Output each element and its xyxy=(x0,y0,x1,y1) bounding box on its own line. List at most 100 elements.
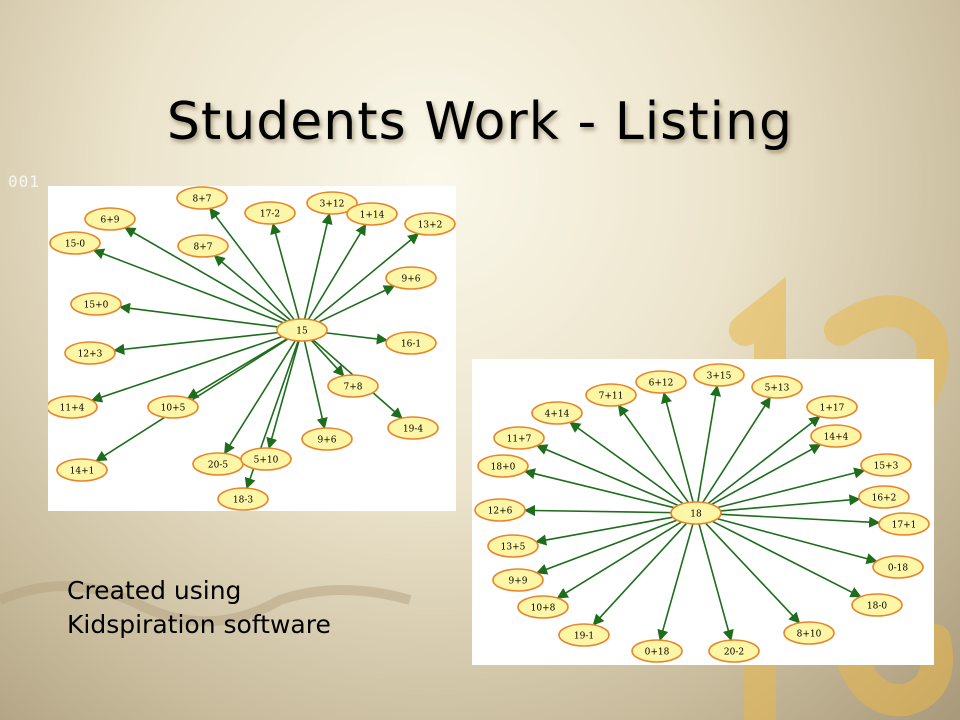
arrow xyxy=(535,519,678,575)
node-ellipse xyxy=(517,595,569,619)
arrow xyxy=(113,331,278,355)
diagram-node: 16+2 xyxy=(858,485,910,509)
node-ellipse xyxy=(49,231,101,255)
diagram-node: 17+1 xyxy=(878,512,930,536)
arrow xyxy=(118,302,279,328)
node-label: 8+10 xyxy=(797,630,822,640)
arrow xyxy=(318,285,396,323)
node-ellipse xyxy=(244,201,296,225)
node-label: 9+6 xyxy=(318,436,337,446)
diagram-node: 15+0 xyxy=(70,292,122,316)
arrow xyxy=(720,494,861,512)
arrow xyxy=(556,521,682,599)
diagram-node: 7+11 xyxy=(585,383,637,407)
node-label: 9+9 xyxy=(509,577,528,587)
arrow xyxy=(535,444,679,507)
node-label: 15+0 xyxy=(84,301,109,311)
node-ellipse xyxy=(56,458,108,482)
node-label: 18-0 xyxy=(867,602,887,612)
node-label: 10+5 xyxy=(161,404,186,414)
node-ellipse xyxy=(693,363,745,387)
arrow xyxy=(223,340,297,455)
node-label: 0+18 xyxy=(645,648,670,658)
node-ellipse xyxy=(217,487,269,511)
diagram-node: 0+18 xyxy=(631,639,683,663)
diagram-node: 16-1 xyxy=(385,331,437,355)
diagram-node: 20-5 xyxy=(192,452,244,476)
node-label: 16-1 xyxy=(401,340,421,350)
diagram-node: 5+10 xyxy=(240,447,292,471)
diagram-node: 20-2 xyxy=(708,639,760,663)
diagram-node: 15+3 xyxy=(860,453,912,477)
node-label: 6+9 xyxy=(101,216,120,226)
diagram-node: 5+13 xyxy=(751,375,803,399)
node-label: 5+13 xyxy=(765,384,790,394)
arrow xyxy=(657,523,694,642)
caption-line-2: Kidspiration software xyxy=(67,610,331,639)
node-label: 13+2 xyxy=(418,221,443,231)
node-label: 4+14 xyxy=(545,410,570,420)
diagram-node: 6+12 xyxy=(635,370,687,394)
slide-title: Students Work - Listing xyxy=(166,92,794,152)
arrow xyxy=(717,467,866,509)
diagram-node: 18-0 xyxy=(851,593,903,617)
diagram-node: 19-4 xyxy=(387,416,439,440)
arrow xyxy=(209,207,295,321)
caption-line-1: Created using xyxy=(67,576,242,605)
node-label: 1+17 xyxy=(820,404,845,414)
diagram-node: 9+6 xyxy=(385,266,437,290)
node-label: 18+0 xyxy=(491,463,516,473)
node-label: 14+4 xyxy=(824,433,849,443)
node-label: 17-2 xyxy=(260,210,280,220)
node-label: 15+3 xyxy=(874,462,899,472)
node-label: 1+14 xyxy=(360,211,385,221)
node-label: 18-3 xyxy=(233,496,253,506)
node-ellipse xyxy=(477,454,529,478)
node-label: 17+1 xyxy=(892,521,917,531)
node-ellipse xyxy=(872,555,924,579)
node-ellipse xyxy=(48,395,98,419)
node-label: 19-4 xyxy=(403,425,423,435)
node-ellipse xyxy=(487,534,539,558)
diagram-node: 13+2 xyxy=(404,212,456,236)
node-ellipse xyxy=(558,623,610,647)
diagram-node: 10+8 xyxy=(517,595,569,619)
arrow xyxy=(124,227,288,322)
node-ellipse xyxy=(493,426,545,450)
diagram-node: 17-2 xyxy=(244,201,296,225)
node-label: 20-5 xyxy=(208,461,228,471)
diagram-node: 0-18 xyxy=(872,555,924,579)
node-ellipse xyxy=(851,593,903,617)
caption: Created using Kidspiration software xyxy=(67,574,331,642)
node-ellipse xyxy=(751,375,803,399)
node-ellipse xyxy=(878,512,930,536)
node-label: 8+7 xyxy=(194,243,213,253)
node-ellipse xyxy=(708,639,760,663)
diagram-node: 12+3 xyxy=(64,341,116,365)
node-label: 9+6 xyxy=(402,275,421,285)
diagram-node: 1+17 xyxy=(806,395,858,419)
arrow xyxy=(303,212,333,320)
arrow xyxy=(326,332,388,345)
diagram-node: 18-3 xyxy=(217,487,269,511)
arrow xyxy=(720,513,881,528)
node-ellipse xyxy=(385,266,437,290)
diagram-node: 14+1 xyxy=(56,458,108,482)
arrow xyxy=(707,415,821,505)
node-ellipse xyxy=(276,318,328,342)
arrow xyxy=(313,232,420,321)
node-ellipse xyxy=(70,292,122,316)
arrow xyxy=(697,384,722,503)
node-label: 19-1 xyxy=(574,632,594,642)
arrow xyxy=(704,522,801,624)
diagram-center-node: 18 xyxy=(670,501,722,525)
arrow xyxy=(535,516,674,546)
diagram-node: 15-0 xyxy=(49,231,101,255)
node-label: 5+10 xyxy=(254,456,279,466)
node-label: 12+6 xyxy=(488,507,513,517)
diagram-node: 9+6 xyxy=(301,427,353,451)
node-label: 15 xyxy=(296,327,308,337)
arrow xyxy=(310,339,345,377)
